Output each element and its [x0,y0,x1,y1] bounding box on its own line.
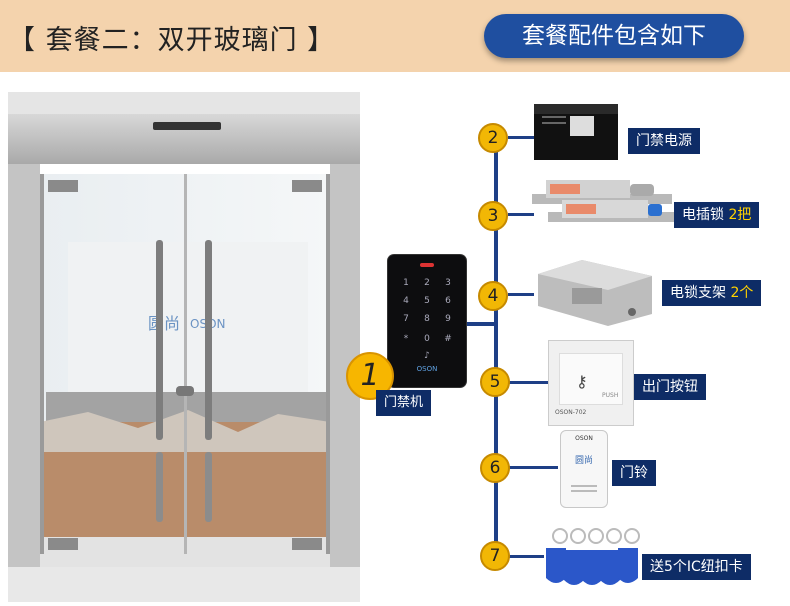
connector-item-4 [508,293,534,296]
key-9: 9 [445,314,451,324]
status-led [420,263,434,267]
key-icon: ⚷ [576,372,588,391]
svg-text:圆尚: 圆尚 [148,314,180,333]
door-illustration: 圆尚 OSON [8,92,360,602]
label-doorbell: 门铃 [612,460,656,486]
header-banner: 【 套餐二：双开玻璃门 】 套餐配件包含如下 [0,0,790,72]
exit-button-push-text: PUSH [602,392,619,399]
label-text: 门禁电源 [636,133,692,149]
key-star: * [403,334,409,344]
key-7: 7 [403,314,409,324]
accessories-button[interactable]: 套餐配件包含如下 [484,14,744,58]
label-qty: 2个 [730,285,754,301]
key-1: 1 [403,278,409,288]
exit-button-face: ⚷ PUSH [559,353,623,405]
label-power-supply: 门禁电源 [628,128,700,154]
glass-door-image: 圆尚 OSON [8,92,360,602]
key-hash: # [444,334,452,344]
number-badge-2: 2 [478,123,508,153]
page-title: 【 套餐二：双开玻璃门 】 [8,25,336,56]
keypad-brand: OSON [416,365,438,373]
bell-icon: ♪ [424,351,430,361]
label-access-controller: 门禁机 [376,390,432,416]
number-badge-5: 5 [480,367,510,397]
doorbell-vent [571,490,597,492]
key-4: 4 [403,296,409,306]
power-supply-image [534,104,618,160]
doorbell-logo-text: 圆尚 [574,456,593,466]
connector-item-2 [508,136,534,139]
electric-bolt-lock-image [532,180,678,222]
number-badge-7: 7 [480,541,510,571]
doorbell-image: OSON 圆尚 [560,430,608,508]
connector-item-3 [508,213,534,216]
label-ic-card: 送5个IC纽扣卡 [642,554,751,580]
label-text: 送5个IC纽扣卡 [650,559,743,575]
label-bolt-lock: 电插锁 2把 [674,202,760,228]
label-lock-bracket: 电锁支架 2个 [662,280,762,306]
connector-item-5 [508,381,548,384]
ic-key-fob-image [546,528,640,585]
label-text: 电插锁 [682,207,729,223]
doorbell-vent [571,485,597,487]
connector-to-keypad [466,322,496,326]
connector-vertical-line [494,136,498,558]
key-2: 2 [424,278,430,288]
key-0: 0 [424,334,430,344]
connector-item-6 [508,466,558,469]
key-8: 8 [424,314,430,324]
exit-button-image: ⚷ PUSH OSON-702 [548,340,634,426]
label-exit-button: 出门按钮 [634,374,706,400]
connector-item-7 [508,555,544,558]
label-text: 出门按钮 [642,379,698,395]
label-text: 门铃 [620,465,648,481]
key-6: 6 [445,296,451,306]
doorbell-brand: OSON [575,435,593,442]
number-badge-4: 4 [478,281,508,311]
key-5: 5 [424,296,430,306]
lock-bracket-image [538,260,652,326]
label-text: 电锁支架 [670,285,731,301]
number-badge-3: 3 [478,201,508,231]
access-control-keypad: 1 2 3 4 5 6 7 8 9 * 0 # ♪ OSON [388,255,466,387]
label-qty: 2把 [728,207,752,223]
label-text: 门禁机 [384,395,424,410]
key-3: 3 [445,278,451,288]
number-badge-6: 6 [480,453,510,483]
exit-button-model: OSON-702 [555,409,587,416]
